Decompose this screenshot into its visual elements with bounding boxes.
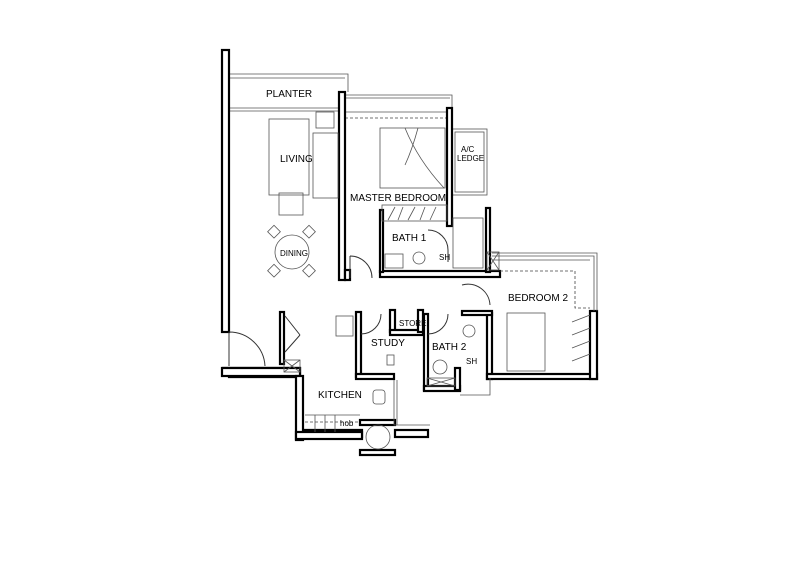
master-bed [379, 127, 446, 189]
label-bath2: BATH 2 [432, 342, 467, 353]
study-chair [386, 354, 395, 366]
shaft-3 [283, 359, 301, 373]
label-dining: DINING [280, 249, 308, 258]
bedroom2-bed [506, 312, 546, 372]
kitchen-sink [372, 389, 386, 405]
washer [365, 424, 391, 450]
bedroom2-ledge [492, 252, 598, 311]
label-ledge: LEDGE [457, 154, 484, 163]
label-living: LIVING [280, 154, 313, 165]
room-labels: PLANTER LIVING DINING MASTER BEDROOM A/C… [266, 89, 568, 428]
side-table [315, 111, 335, 129]
planter-outline [229, 73, 453, 119]
label-planter: PLANTER [266, 89, 312, 100]
ac-ledge-inner [454, 131, 485, 193]
living-rug [268, 118, 310, 196]
dining-table [274, 234, 310, 270]
bedroom2-wardrobe [571, 314, 591, 362]
shaft-1 [486, 251, 500, 271]
label-master-bedroom: MASTER BEDROOM [350, 193, 446, 204]
label-sh1: SH [439, 253, 450, 262]
service-lines [393, 378, 491, 426]
toilet-1 [412, 251, 426, 265]
bathtub [452, 217, 484, 269]
bedroom2-dashline [500, 270, 590, 309]
toilet-2 [462, 324, 476, 338]
fridge [335, 315, 354, 337]
armchair [278, 192, 304, 216]
shaft-2 [426, 377, 456, 387]
label-bedroom2: BEDROOM 2 [508, 293, 568, 304]
label-bath1: BATH 1 [392, 233, 427, 244]
sofa [312, 132, 339, 199]
label-sh2: SH [466, 357, 477, 366]
label-ac: A/C [461, 145, 475, 154]
label-hob: hob [340, 419, 354, 428]
label-store: STORE [399, 319, 426, 328]
basin-2 [432, 359, 448, 375]
walls [220, 48, 599, 457]
doors [228, 229, 491, 367]
label-kitchen: KITCHEN [318, 390, 362, 401]
label-study: STUDY [371, 338, 405, 349]
basin-1 [384, 253, 404, 269]
wardrobe [381, 204, 448, 222]
furniture [267, 111, 591, 450]
